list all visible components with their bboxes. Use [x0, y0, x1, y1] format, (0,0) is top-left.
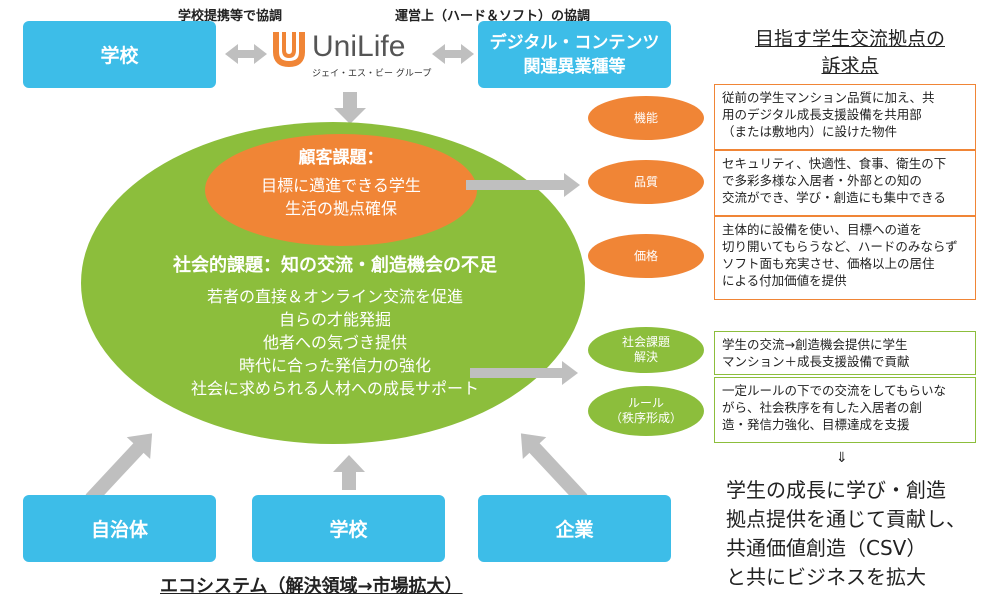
double-arrow-school-unilife [225, 44, 267, 64]
social-issue-title: 社会的課題：知の交流・創造機会の不足 [173, 255, 497, 276]
appeal-label-function-text: 機能 [633, 110, 658, 125]
appeal-desc-line: 切り開いてもらうなど、ハードのみならず [722, 239, 958, 254]
school-box-bottom: 学校 [252, 495, 445, 562]
double-arrow-unilife-digital [432, 44, 474, 64]
appeal-desc-line: （または敷地内）に設けた物件 [722, 124, 898, 139]
company-box: 企業 [478, 495, 671, 562]
customer-issue-ellipse [205, 134, 477, 246]
social-issue-item: 他者への気づき提供 [262, 333, 407, 352]
arrow-school-bottom-up [333, 455, 365, 490]
digital-content-box: デジタル・コンテンツ 関連異業種等 [478, 21, 671, 88]
appeal-label-social-line-2: 解決 [633, 350, 658, 364]
conclusion-line-3: 共通価値創造（CSV） [726, 536, 927, 560]
unilife-logo-name: UniLife [312, 30, 406, 63]
appeal-desc-line: 造・発信力強化、目標達成を支援 [722, 417, 910, 432]
digital-content-line-2: 関連異業種等 [523, 56, 626, 77]
school-cooperation-caption: 学校提携等で協調 [178, 9, 283, 24]
customer-issue-line-2: 生活の拠点確保 [284, 199, 397, 218]
appeal-label-quality: 品質 [588, 160, 704, 204]
appeal-label-rules: ルール （秩序形成） [588, 386, 704, 436]
arrow-customer-to-appeals [466, 173, 580, 197]
appeal-desc-line: ソフト面も充実させ、価格以上の居住 [722, 256, 935, 271]
appeal-desc-function: 従前の学生マンション品質に加え、共 用のデジタル成長支援設備を共用部 （または敷… [714, 84, 976, 150]
conclusion-text: 学生の成長に学び・創造 拠点提供を通じて貢献し、 共通価値創造（CSV） と共に… [726, 476, 996, 592]
customer-issue-line-1: 目標に邁進できる学生 [261, 176, 421, 195]
social-issue-item: 時代に合った発信力の強化 [238, 356, 431, 375]
appeal-points-title-line-2: 訴求点 [821, 55, 879, 77]
appeal-desc-line: 従前の学生マンション品質に加え、共 [722, 90, 935, 105]
appeal-desc-line: がら、社会秩序を有した入居者の創 [722, 400, 923, 415]
conclusion-line-4: と共にビジネスを拡大 [726, 565, 926, 589]
appeal-label-quality-text: 品質 [633, 174, 658, 189]
school-box-top-label: 学校 [100, 45, 139, 67]
appeal-desc-line: 主体的に設備を使い、目標への道を [722, 222, 923, 237]
company-label: 企業 [555, 519, 594, 541]
arrow-municipality-up [85, 433, 153, 505]
customer-issue-title: 顧客課題： [298, 148, 384, 168]
arrow-company-up [520, 433, 588, 505]
appeal-desc-line: セキュリティ、快適性、食事、衛生の下 [722, 156, 947, 171]
appeal-desc-rules: 一定ルールの下での交流をしてもらいな がら、社会秩序を有した入居者の創 造・発信… [714, 377, 976, 443]
customer-issue-text: 顧客課題： 目標に邁進できる学生 生活の拠点確保 [205, 146, 477, 220]
unilife-logo-mark [273, 32, 305, 68]
appeal-desc-price: 主体的に設備を使い、目標への道を 切り開いてもらうなど、ハードのみならず ソフト… [714, 216, 976, 300]
appeal-desc-line: による付加価値を提供 [722, 273, 847, 288]
conclusion-line-1: 学生の成長に学び・創造 [726, 478, 946, 502]
appeal-desc-line: 用のデジタル成長支援設備を共用部 [722, 107, 922, 122]
appeal-label-price-text: 価格 [633, 248, 658, 263]
down-arrow-symbol: ⇓ [836, 450, 848, 466]
appeal-label-rules-line-2: （秩序形成） [609, 411, 682, 425]
digital-content-line-1: デジタル・コンテンツ [489, 32, 660, 53]
social-issue-list: 若者の直接＆オンライン交流を促進 自らの才能発掘 他者への気づき提供 時代に合っ… [120, 285, 550, 400]
appeal-label-social-line-1: 社会課題 [621, 335, 670, 349]
appeal-label-price: 価格 [588, 234, 704, 278]
municipality-label: 自治体 [90, 519, 148, 541]
arrow-social-to-appeals [470, 361, 578, 385]
appeal-desc-line: マンション＋成長支援設備で貢献 [722, 354, 910, 369]
arrow-logo-down [334, 92, 366, 124]
appeal-points-title-line-1: 目指す学生交流拠点の [754, 28, 945, 50]
appeal-label-function: 機能 [588, 96, 704, 140]
social-issue-item: 若者の直接＆オンライン交流を促進 [206, 287, 463, 306]
appeal-points-title: 目指す学生交流拠点の 訴求点 [720, 26, 980, 80]
appeal-label-rules-line-1: ルール [627, 396, 664, 410]
appeal-desc-line: 一定ルールの下での交流をしてもらいな [722, 383, 947, 398]
appeal-desc-quality: セキュリティ、快適性、食事、衛生の下 で多彩多様な入居者・外部との知の 交流がで… [714, 150, 976, 216]
appeal-desc-line: で多彩多様な入居者・外部との知の [722, 173, 922, 188]
unilife-logo-group: ジェイ・エス・ビー グループ [312, 69, 432, 79]
ecosystem-caption: エコシステム（解決領域→市場拡大） [160, 576, 463, 597]
appeal-desc-line: 交流ができ、学び・創造にも集中できる [722, 190, 946, 205]
school-box-top: 学校 [23, 21, 216, 88]
social-issue-item: 社会に求められる人材への成長サポート [190, 379, 479, 398]
school-box-bottom-label: 学校 [329, 519, 368, 541]
conclusion-line-2: 拠点提供を通じて貢献し、 [726, 507, 966, 531]
appeal-label-social: 社会課題 解決 [588, 327, 704, 373]
unilife-logo: UniLife ジェイ・エス・ビー グループ [270, 26, 432, 84]
appeal-desc-line: 学生の交流→創造機会提供に学生 [722, 337, 908, 352]
social-issue-item: 自らの才能発掘 [278, 310, 391, 329]
municipality-box: 自治体 [23, 495, 216, 562]
appeal-desc-social: 学生の交流→創造機会提供に学生 マンション＋成長支援設備で貢献 [714, 331, 976, 375]
operations-cooperation-caption: 運営上（ハード＆ソフト）の協調 [395, 9, 591, 24]
